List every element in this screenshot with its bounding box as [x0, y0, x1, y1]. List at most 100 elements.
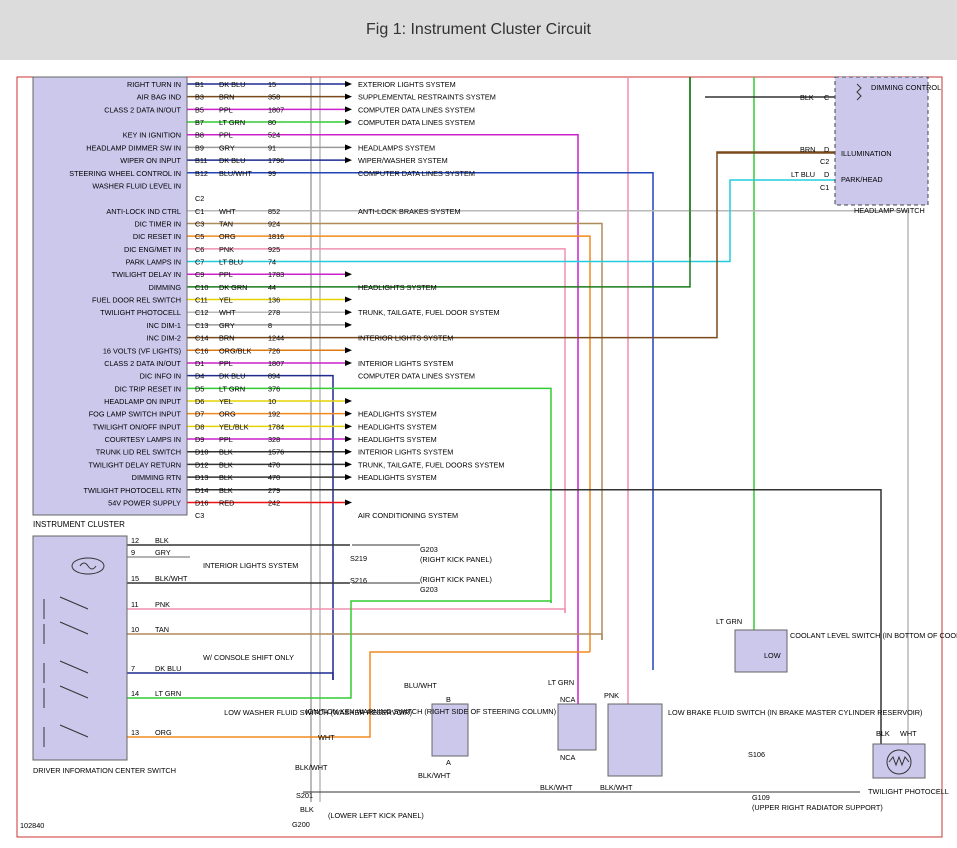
wire-color-25: YEL — [219, 397, 233, 406]
hs-pin-c: C — [824, 93, 829, 102]
pin-30: D12 — [195, 460, 208, 469]
cluster-title: INSTRUMENT CLUSTER — [33, 520, 125, 529]
dic-dkblu-wire — [127, 672, 334, 680]
ignition-switch-box — [557, 703, 597, 751]
ground-g203-a-note: (RIGHT KICK PANEL) — [420, 555, 492, 564]
wire-color-32: BLK — [219, 486, 233, 495]
dic-wire-11: PNK — [155, 600, 170, 609]
arrow-icon — [345, 119, 352, 126]
pin-4: B8 — [195, 131, 204, 140]
ground-g203-b: G203 — [420, 585, 438, 594]
arrow-icon — [345, 321, 352, 328]
circuit-20: 1244 — [268, 334, 284, 343]
photocell-box — [872, 743, 926, 779]
cluster-pin-name-30: TWILIGHT DELAY RETURN — [89, 460, 181, 469]
wire-color-16: DK GRN — [219, 283, 247, 292]
dic-switch-blade-icon — [59, 724, 89, 738]
washer-pin-out: A — [446, 758, 451, 767]
circuit-13: 925 — [268, 245, 280, 254]
dic-wire-12: BLK — [155, 536, 169, 545]
dic-pin-10: 10 — [131, 625, 139, 634]
wire-color-31: BLK — [219, 473, 233, 482]
figure-code: 102840 — [20, 821, 44, 830]
wire-color-28: PPL — [219, 435, 233, 444]
dimming-control-label: DIMMING CONTROL — [871, 83, 941, 92]
dic-pin-15: 15 — [131, 574, 139, 583]
cluster-pin-name-29: TRUNK LID REL SWITCH — [96, 448, 181, 457]
dic-interior-lights: INTERIOR LIGHTS SYSTEM — [203, 561, 298, 570]
wire-color-30: BLK — [219, 460, 233, 469]
dic-pin-14: 14 — [131, 689, 139, 698]
dest-27: HEADLIGHTS SYSTEM — [358, 422, 437, 431]
lamp-filament-icon — [79, 562, 97, 570]
wire-B12 — [187, 172, 654, 670]
wire-color-21: ORG/BLK — [219, 346, 252, 355]
pin-27: D8 — [195, 422, 204, 431]
cluster-pin-name-33: 54V POWER SUPPLY — [108, 498, 181, 507]
dest-26: HEADLIGHTS SYSTEM — [358, 410, 437, 419]
cluster-pin-name-15: TWILIGHT DELAY IN — [112, 270, 181, 279]
arrow-icon — [345, 398, 352, 404]
circuit-6: 1796 — [268, 156, 284, 165]
cluster-pin-name-16: DIMMING — [149, 283, 182, 292]
dest-34: AIR CONDITIONING SYSTEM — [358, 511, 458, 520]
hs-wire-brn: BRN — [800, 145, 815, 154]
cluster-pin-name-10: ANTI-LOCK IND CTRL — [106, 207, 181, 216]
arrow-icon — [345, 410, 352, 417]
wire-C5 — [187, 235, 591, 652]
dest-28: HEADLIGHTS SYSTEM — [358, 435, 437, 444]
cluster-pin-name-1: AIR BAG IND — [137, 93, 181, 102]
ignition-nca-top: NCA — [560, 695, 576, 704]
cluster-pin-name-7: STEERING WHEEL CONTROL IN — [69, 169, 181, 178]
pin-24: D5 — [195, 384, 204, 393]
arrow-icon — [345, 347, 352, 354]
dest-30: TRUNK, TAILGATE, FUEL DOORS SYSTEM — [358, 460, 505, 469]
pin-6: B11 — [195, 156, 207, 165]
circuit-29: 1576 — [268, 448, 284, 457]
pin-5: B9 — [195, 143, 204, 152]
dic-ltgrn-wire — [127, 600, 552, 699]
cluster-pin-name-31: DIMMING RTN — [132, 473, 181, 482]
cluster-pin-name-24: DIC TRIP RESET IN — [115, 384, 182, 393]
trunk-wht: WHT — [318, 733, 335, 742]
dic-wire-9: GRY — [155, 548, 171, 557]
pin-3: B7 — [195, 118, 204, 127]
cluster-pin-name-14: PARK LAMPS IN — [126, 258, 181, 267]
arrow-icon — [345, 461, 352, 468]
cluster-pin-name-32: TWILIGHT PHOTOCELL RTN — [84, 486, 181, 495]
dest-16: HEADLIGHTS SYSTEM — [358, 283, 437, 292]
photocell-wire-a: BLK — [876, 729, 890, 738]
wire-color-24: LT GRN — [219, 384, 245, 393]
pin-23: D4 — [195, 372, 204, 381]
wire-color-0: DK BLU — [219, 80, 245, 89]
wire-D5 — [187, 387, 552, 603]
dest-3: COMPUTER DATA LINES SYSTEM — [358, 118, 475, 127]
wire-color-13: PNK — [219, 245, 234, 254]
circuit-32: 279 — [268, 486, 280, 495]
circuit-16: 44 — [268, 283, 276, 292]
wire-layer — [127, 77, 909, 802]
dic-pnk-wire — [127, 608, 566, 613]
dest-1: SUPPLEMENTAL RESTRAINTS SYSTEM — [358, 93, 496, 102]
figure-title: Fig 1: Instrument Cluster Circuit — [366, 21, 591, 38]
pin-34: C3 — [195, 511, 204, 520]
circuit-24: 376 — [268, 384, 280, 393]
pin-7: B12 — [195, 169, 208, 178]
photocell-title: TWILIGHT PHOTOCELL — [868, 787, 949, 796]
circuit-10: 852 — [268, 207, 280, 216]
pin-20: C14 — [195, 334, 208, 343]
wire-C3 — [187, 222, 603, 640]
diagram-frame — [16, 76, 943, 838]
cluster-pin-name-19: INC DIM-1 — [147, 321, 181, 330]
hs-wire-ltblu: LT BLU — [791, 170, 815, 179]
ignition-wire: LT GRN — [548, 678, 574, 687]
circuit-7: 99 — [268, 169, 276, 178]
instrument-cluster-box — [32, 76, 188, 516]
cluster-pin-name-26: FOG LAMP SWITCH INPUT — [89, 410, 182, 419]
pin-25: D6 — [195, 397, 204, 406]
pin-18: C12 — [195, 308, 208, 317]
dic-switch-blade-icon — [59, 621, 89, 635]
ignition-title: IGNITION KEY WARNING SWITCH (RIGHT SIDE … — [306, 707, 556, 716]
ground-g109: G109 — [752, 793, 770, 802]
